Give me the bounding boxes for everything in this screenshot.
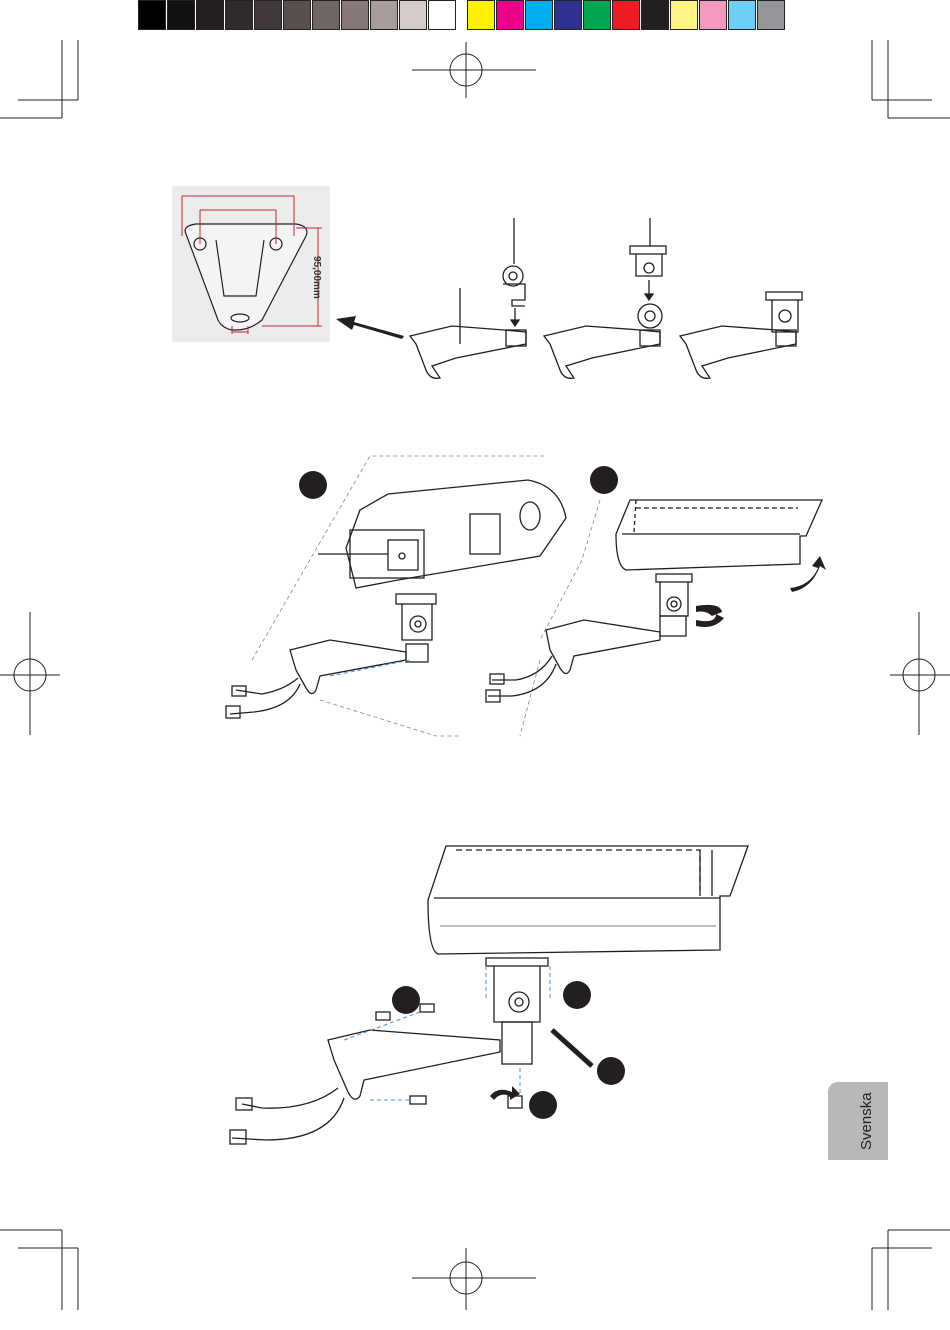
- step-marker-3c: [597, 1057, 625, 1085]
- figure2-panel-a: [226, 456, 566, 736]
- figure3-assembly: [230, 846, 748, 1144]
- crop-marks: [0, 40, 950, 1310]
- step-marker-3d: [529, 1091, 557, 1119]
- bracket-stage-2: [544, 218, 666, 378]
- registration-mark-right: [890, 612, 950, 735]
- step-marker-2: [590, 466, 618, 494]
- registration-mark-left: [0, 612, 60, 735]
- registration-mark-bottom: [412, 1248, 536, 1310]
- step-marker-3a: [392, 986, 420, 1014]
- bracket-stage-1: [410, 218, 526, 378]
- mount-plate-drawing: [172, 186, 330, 342]
- step-marker-3b: [563, 981, 591, 1009]
- bracket-stage-3: [680, 292, 802, 378]
- dimension-label: 95,00mm: [311, 256, 322, 299]
- language-tab: Svenska: [828, 1082, 888, 1160]
- step-marker-1: [299, 471, 327, 499]
- pointer-arrow: [336, 316, 404, 339]
- registration-mark-top: [412, 42, 536, 98]
- language-tab-label: Svenska: [858, 1092, 875, 1150]
